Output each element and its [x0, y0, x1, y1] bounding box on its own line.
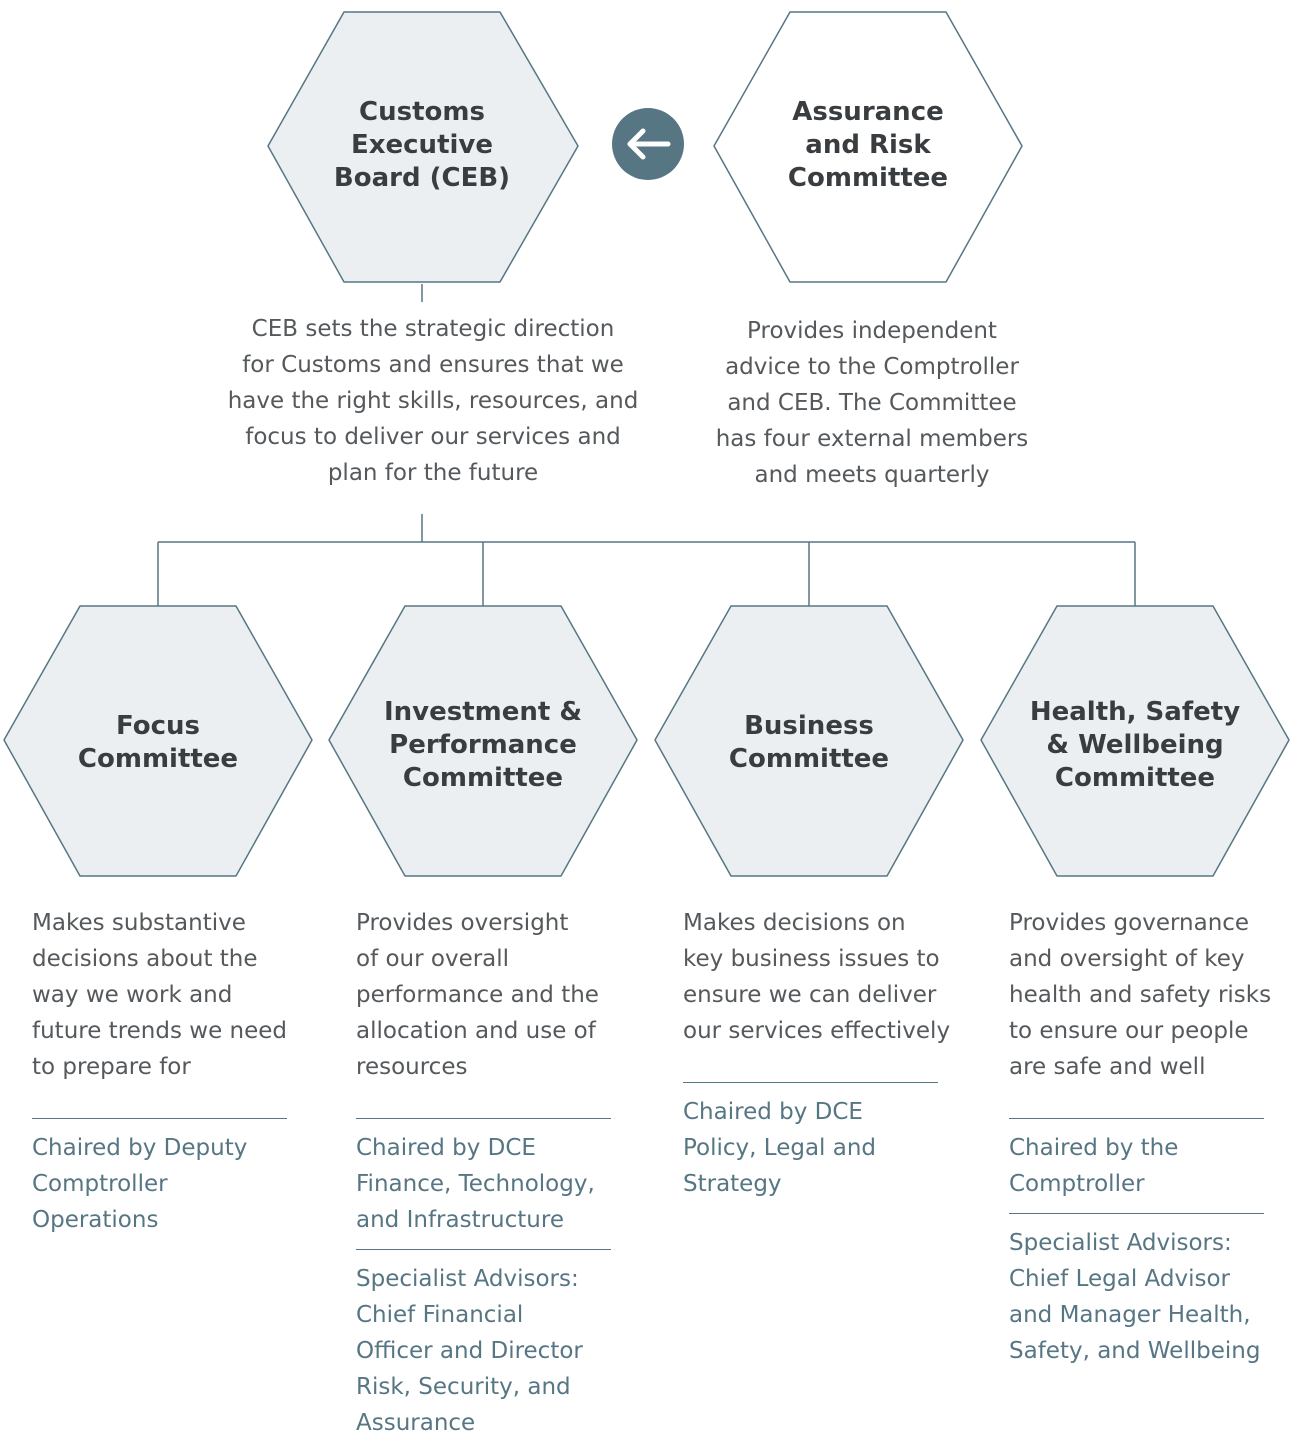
description-line: performance and the [356, 982, 599, 1008]
focus-chair-info: Chaired by Deputy Comptroller Operations [32, 1130, 292, 1238]
description-line: health and safety risks [1009, 982, 1272, 1008]
assurance-description-line: and meets quarterly [754, 462, 990, 488]
description-line: decisions about the [32, 946, 258, 972]
assurance-description-line: and CEB. The Committee [727, 390, 1017, 416]
advisor-line: Safety, and Wellbeing [1009, 1338, 1261, 1364]
health-advisors-info: Specialist Advisors: Chief Legal Advisor… [1009, 1225, 1279, 1369]
investment-advisors-info: Specialist Advisors: Chief Financial Off… [356, 1261, 616, 1441]
advisor-line: Risk, Security, and [356, 1374, 571, 1400]
chair-line: Policy, Legal and [683, 1135, 877, 1161]
assurance-title-line: Committee [787, 163, 949, 193]
committee-title-line: Performance [389, 730, 577, 760]
investment-chair-info: Chaired by DCE Finance, Technology, and … [356, 1130, 616, 1238]
assurance-description-line: has four external members [715, 426, 1029, 452]
description-line: key business issues to [683, 946, 940, 972]
advisor-line: Specialist Advisors: [356, 1266, 579, 1292]
chair-line: Strategy [683, 1171, 782, 1197]
ceb-description: CEB sets the strategic direction for Cus… [213, 311, 653, 491]
ceb-description-line: for Customs and ensures that we [242, 352, 624, 378]
advisor-line: Chief Legal Advisor [1009, 1266, 1230, 1292]
health-committee-description: Provides governance and oversight of key… [1009, 905, 1279, 1085]
focus-committee-title: Focus Committee [38, 710, 278, 776]
description-line: future trends we need [32, 1018, 288, 1044]
description-line: resources [356, 1054, 468, 1080]
investment-hexagon[interactable] [328, 605, 638, 877]
investment-chair-divider [356, 1118, 611, 1119]
business-committee-description: Makes decisions on key business issues t… [683, 905, 951, 1049]
advisor-line: Chief Financial [356, 1302, 524, 1328]
committee-title-line: Committee [77, 744, 239, 774]
investment-advisors-divider [356, 1249, 611, 1250]
health-committee-title: Health, Safety & Wellbeing Committee [1005, 696, 1265, 795]
reports-to-arrow-button[interactable] [612, 108, 684, 180]
investment-committee-title: Investment & Performance Committee [353, 696, 613, 795]
chair-line: Operations [32, 1207, 159, 1233]
ceb-title-line: Customs [359, 97, 485, 127]
chair-line: Chaired by DCE [683, 1099, 863, 1125]
committee-title-line: Committee [728, 744, 890, 774]
description-line: are safe and well [1009, 1054, 1206, 1080]
committee-title-line: Committee [1054, 763, 1216, 793]
assurance-description-line: Provides independent [747, 318, 997, 344]
committee-title-line: & Wellbeing [1046, 730, 1224, 760]
assurance-title: Assurance and Risk Committee [748, 96, 988, 195]
focus-committee-description: Makes substantive decisions about the wa… [32, 905, 292, 1085]
description-line: Provides oversight [356, 910, 569, 936]
chair-line: Comptroller [32, 1171, 168, 1197]
focus-hexagon[interactable] [3, 605, 313, 877]
advisor-line: and Manager Health, [1009, 1302, 1251, 1328]
description-line: allocation and use of [356, 1018, 596, 1044]
description-line: of our overall [356, 946, 510, 972]
ceb-title-line: Executive [350, 130, 493, 160]
description-line: ensure we can deliver [683, 982, 937, 1008]
assurance-description: Provides independent advice to the Compt… [682, 313, 1062, 493]
committee-title-line: Health, Safety [1029, 697, 1241, 727]
description-line: Makes substantive [32, 910, 246, 936]
chair-line: Finance, Technology, [356, 1171, 595, 1197]
chair-line: Chaired by the [1009, 1135, 1179, 1161]
committee-title-line: Investment & [383, 697, 583, 727]
description-line: our services effectively [683, 1018, 951, 1044]
left-arrow-icon [627, 128, 671, 160]
ceb-title-line: Board (CEB) [333, 163, 511, 193]
ceb-title: Customs Executive Board (CEB) [302, 96, 542, 195]
chair-line: and Infrastructure [356, 1207, 564, 1233]
committee-title-line: Focus [116, 711, 200, 741]
ceb-description-line: CEB sets the strategic direction [251, 316, 615, 342]
assurance-hexagon[interactable] [713, 11, 1023, 283]
chair-line: Comptroller [1009, 1171, 1145, 1197]
description-line: and oversight of key [1009, 946, 1245, 972]
advisor-line: Specialist Advisors: [1009, 1230, 1232, 1256]
chair-line: Chaired by DCE [356, 1135, 536, 1161]
ceb-hexagon[interactable] [267, 11, 579, 283]
description-line: to ensure our people [1009, 1018, 1249, 1044]
focus-chair-divider [32, 1118, 287, 1119]
advisor-line: Assurance [356, 1410, 476, 1436]
assurance-title-line: and Risk [805, 130, 931, 160]
chair-line: Chaired by Deputy [32, 1135, 248, 1161]
ceb-description-line: plan for the future [327, 460, 539, 486]
assurance-description-line: advice to the Comptroller [725, 354, 1019, 380]
assurance-title-line: Assurance [792, 97, 944, 127]
business-chair-info: Chaired by DCE Policy, Legal and Strateg… [683, 1094, 943, 1202]
description-line: way we work and [32, 982, 233, 1008]
description-line: to prepare for [32, 1054, 191, 1080]
ceb-description-line: focus to deliver our services and [245, 424, 621, 450]
business-chair-divider [683, 1082, 938, 1083]
health-hexagon[interactable] [980, 605, 1290, 877]
business-committee-title: Business Committee [689, 710, 929, 776]
health-advisors-divider [1009, 1213, 1264, 1214]
health-chair-divider [1009, 1118, 1264, 1119]
committee-title-line: Business [744, 711, 874, 741]
investment-committee-description: Provides oversight of our overall perfor… [356, 905, 616, 1085]
description-line: Makes decisions on [683, 910, 906, 936]
business-hexagon[interactable] [654, 605, 964, 877]
advisor-line: Officer and Director [356, 1338, 583, 1364]
ceb-description-line: have the right skills, resources, and [227, 388, 639, 414]
committee-title-line: Committee [402, 763, 564, 793]
description-line: Provides governance [1009, 910, 1250, 936]
health-chair-info: Chaired by the Comptroller [1009, 1130, 1279, 1202]
